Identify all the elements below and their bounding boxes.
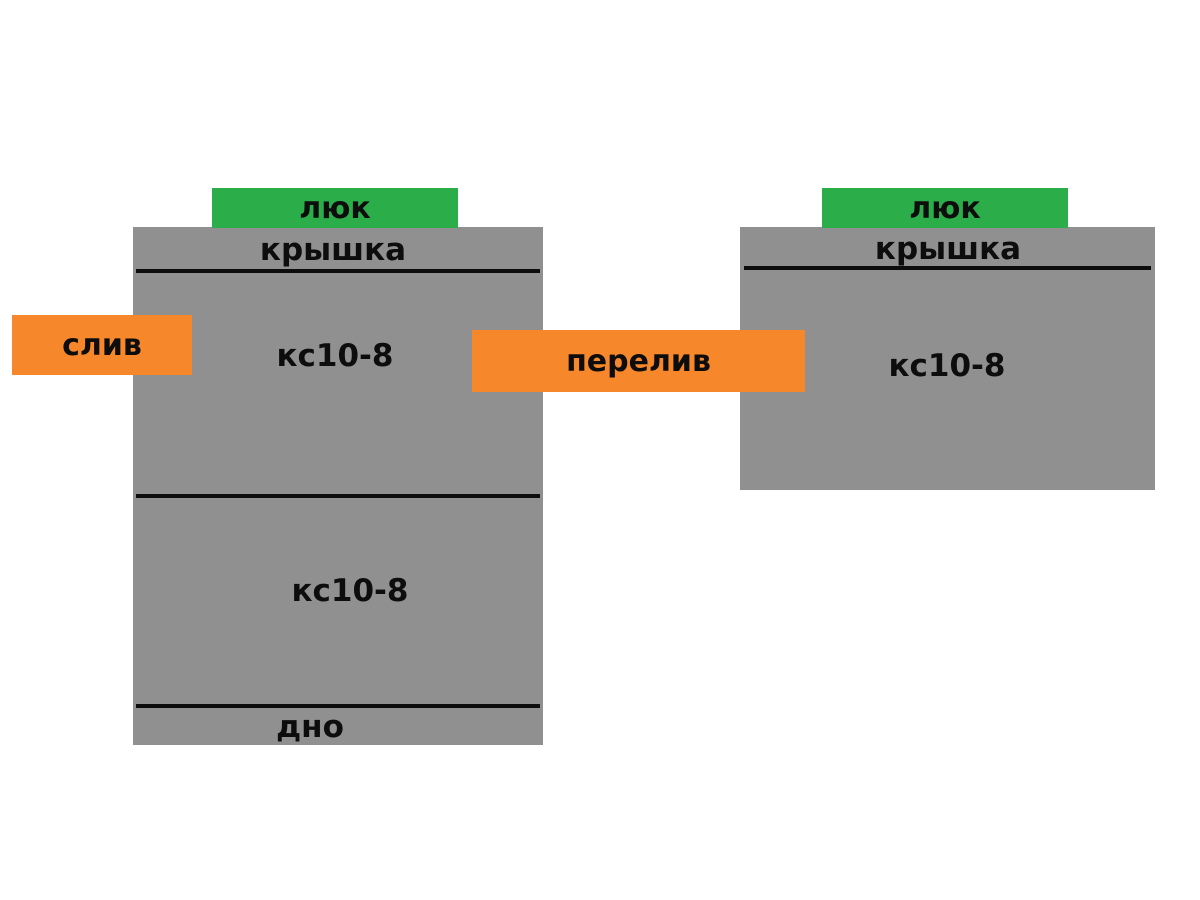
right-tank-hatch: люк [822,188,1068,228]
drain-pipe-label: слив [62,327,142,363]
right-tank-hatch-label: люк [909,190,981,226]
left-tank-body [133,227,543,745]
right-tank-cover-label: крышка [874,231,1022,267]
right-tank-cover-line [744,266,1151,270]
overflow-pipe-label: перелив [566,343,711,379]
left-tank-ring-divider-line [136,494,540,498]
right-tank-ring-top-label: кс10-8 [888,348,1006,384]
left-tank-ring-bottom-label: кс10-8 [291,573,409,609]
left-tank-bottom-label: дно [276,709,344,745]
overflow-pipe: перелив [472,330,805,392]
left-tank-cover-label: крышка [259,232,407,268]
left-tank-hatch: люк [212,188,458,228]
left-tank-hatch-label: люк [299,190,371,226]
left-tank-ring-top-label: кс10-8 [276,338,394,374]
drain-pipe: слив [12,315,192,375]
right-tank-body [740,227,1155,490]
left-tank-cover-line [136,269,540,273]
left-tank-bottom-line [136,704,540,708]
